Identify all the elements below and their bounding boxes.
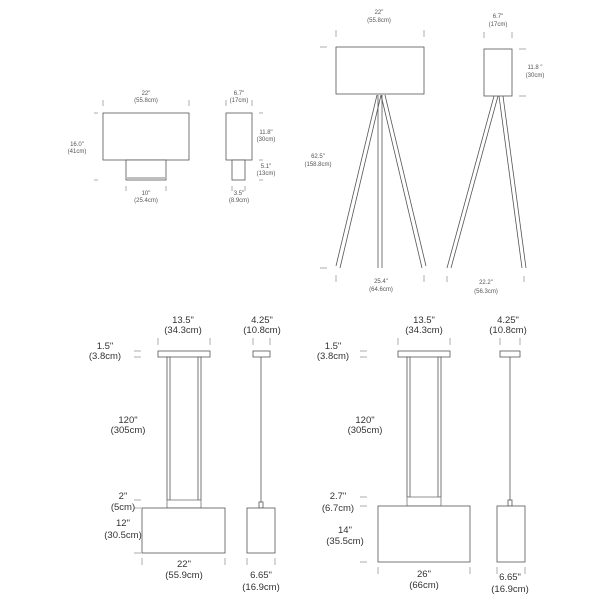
dim-label: (10.8cm) bbox=[243, 325, 281, 336]
dim-label: (10.8cm) bbox=[489, 325, 527, 336]
dim-label: 22" bbox=[141, 91, 151, 97]
floor-lamp-front bbox=[335, 46, 427, 269]
dim-label: (55.9cm) bbox=[165, 570, 203, 581]
dim-label: 6.7" bbox=[233, 91, 245, 97]
dim-label: 22" bbox=[177, 559, 191, 570]
dim-label: (41cm) bbox=[67, 149, 87, 155]
pendant-small-side bbox=[246, 350, 276, 554]
dim-label: 6.7" bbox=[492, 14, 504, 20]
dim-label: 11.8" bbox=[259, 130, 273, 136]
dim-label: (3.8cm) bbox=[88, 351, 122, 362]
dim-label: (17cm) bbox=[229, 98, 249, 104]
dim-label: (30.5cm) bbox=[104, 530, 142, 541]
dim-label: (3.8cm) bbox=[316, 351, 350, 362]
dim-label: 26" bbox=[417, 569, 431, 580]
pendant-small-front bbox=[141, 350, 226, 554]
dim-label: 2.7" bbox=[329, 491, 347, 502]
dim-label: (16.9cm) bbox=[491, 584, 529, 595]
dim-label: 5.1" bbox=[260, 164, 272, 170]
dim-label: (25.4cm) bbox=[134, 198, 158, 204]
dim-label: (56.3cm) bbox=[474, 289, 498, 295]
dim-label: 11.8 " bbox=[527, 65, 543, 71]
table-lamp-side bbox=[225, 112, 253, 181]
dim-label: (34.3cm) bbox=[405, 325, 443, 336]
dim-label: 12" bbox=[116, 518, 130, 529]
dim-label: (30cm) bbox=[256, 137, 276, 143]
dim-label: 62.5" bbox=[311, 154, 325, 160]
dim-label: 22" bbox=[374, 10, 384, 16]
dim-label: 10" bbox=[141, 191, 151, 197]
dim-label: 1.5" bbox=[324, 341, 342, 352]
dim-label: (8.9cm) bbox=[228, 198, 250, 204]
dim-label: 1.5" bbox=[96, 341, 114, 352]
dim-label: (66cm) bbox=[409, 580, 439, 591]
dim-label: (16.9cm) bbox=[242, 582, 280, 593]
dim-label: 2" bbox=[118, 491, 128, 502]
dim-label: (30cm) bbox=[525, 73, 545, 79]
dim-label: (34.3cm) bbox=[164, 325, 202, 336]
pendant-large-side bbox=[496, 350, 526, 563]
dim-label: 22.2" bbox=[479, 280, 493, 286]
pendant-large-front bbox=[377, 350, 471, 563]
dim-label: (6.7cm) bbox=[321, 503, 355, 514]
dim-label: 13.5" bbox=[172, 315, 194, 326]
dim-label: 4.25" bbox=[251, 315, 273, 326]
dim-label: (55.8cm) bbox=[367, 18, 391, 24]
dim-label: 14" bbox=[338, 525, 352, 536]
dim-label: (305cm) bbox=[347, 425, 383, 436]
dim-label: (64.6cm) bbox=[369, 287, 393, 293]
dim-label: (13cm) bbox=[256, 171, 276, 177]
dim-label: (17cm) bbox=[488, 22, 508, 28]
dim-label: 6.65" bbox=[250, 570, 272, 581]
dim-label: 120" bbox=[355, 415, 375, 426]
table-lamp-front bbox=[102, 112, 190, 181]
table-lamp-dimension-ticks bbox=[94, 100, 263, 191]
dim-label: (55.8cm) bbox=[134, 98, 158, 104]
floor-lamp-dimension-ticks bbox=[320, 30, 526, 282]
dim-label: (158.8cm) bbox=[304, 162, 332, 168]
dim-label: 6.65" bbox=[499, 572, 521, 583]
dim-label: 13.5" bbox=[413, 315, 435, 326]
dim-label: (305cm) bbox=[110, 425, 146, 436]
floor-lamp-side bbox=[446, 48, 527, 269]
dim-label: (35.5cm) bbox=[326, 536, 364, 547]
pendant-dimension-ticks bbox=[134, 338, 526, 574]
dim-label: 120" bbox=[118, 415, 138, 426]
dim-label: (5cm) bbox=[110, 502, 136, 513]
dim-label: 3.5" bbox=[233, 191, 245, 197]
dim-label: 25.4" bbox=[374, 279, 388, 285]
dim-label: 16.0" bbox=[70, 142, 84, 148]
dim-label: 4.25" bbox=[497, 315, 519, 326]
